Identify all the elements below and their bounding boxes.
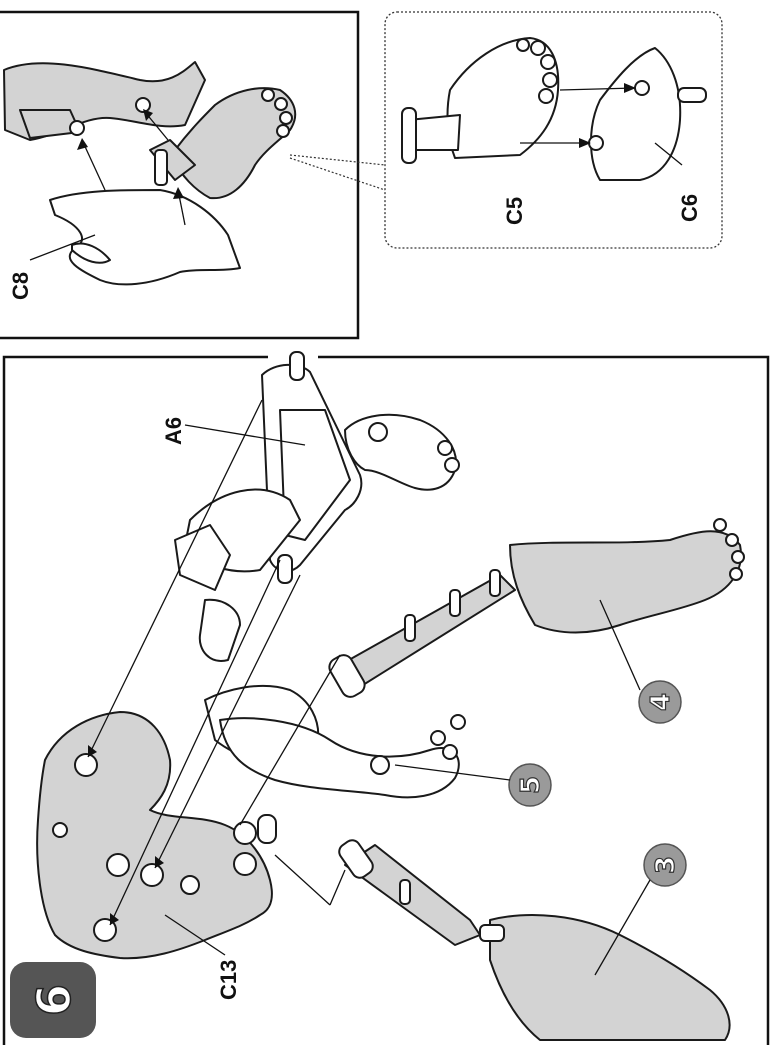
badge-3-label: 3: [651, 856, 681, 874]
label-a6: A6: [161, 417, 186, 445]
label-c8: C8: [8, 272, 33, 300]
badge-3: 3: [644, 844, 686, 886]
main-assembly-panel: A6 C13: [4, 352, 768, 1045]
badge-5: 5: [509, 764, 551, 806]
detail-panel-foot-c8: C8: [0, 12, 385, 338]
step-number-badge: 6: [10, 962, 96, 1038]
step-number: 6: [27, 984, 81, 1016]
label-c6: C6: [677, 194, 702, 222]
inset-foot-c5-c6: C5 C6: [385, 12, 722, 248]
label-c5: C5: [502, 197, 527, 225]
badge-4: 4: [639, 681, 681, 723]
label-c13: C13: [216, 960, 241, 1000]
badge-4-label: 4: [646, 693, 676, 711]
badge-5-label: 5: [516, 776, 546, 794]
